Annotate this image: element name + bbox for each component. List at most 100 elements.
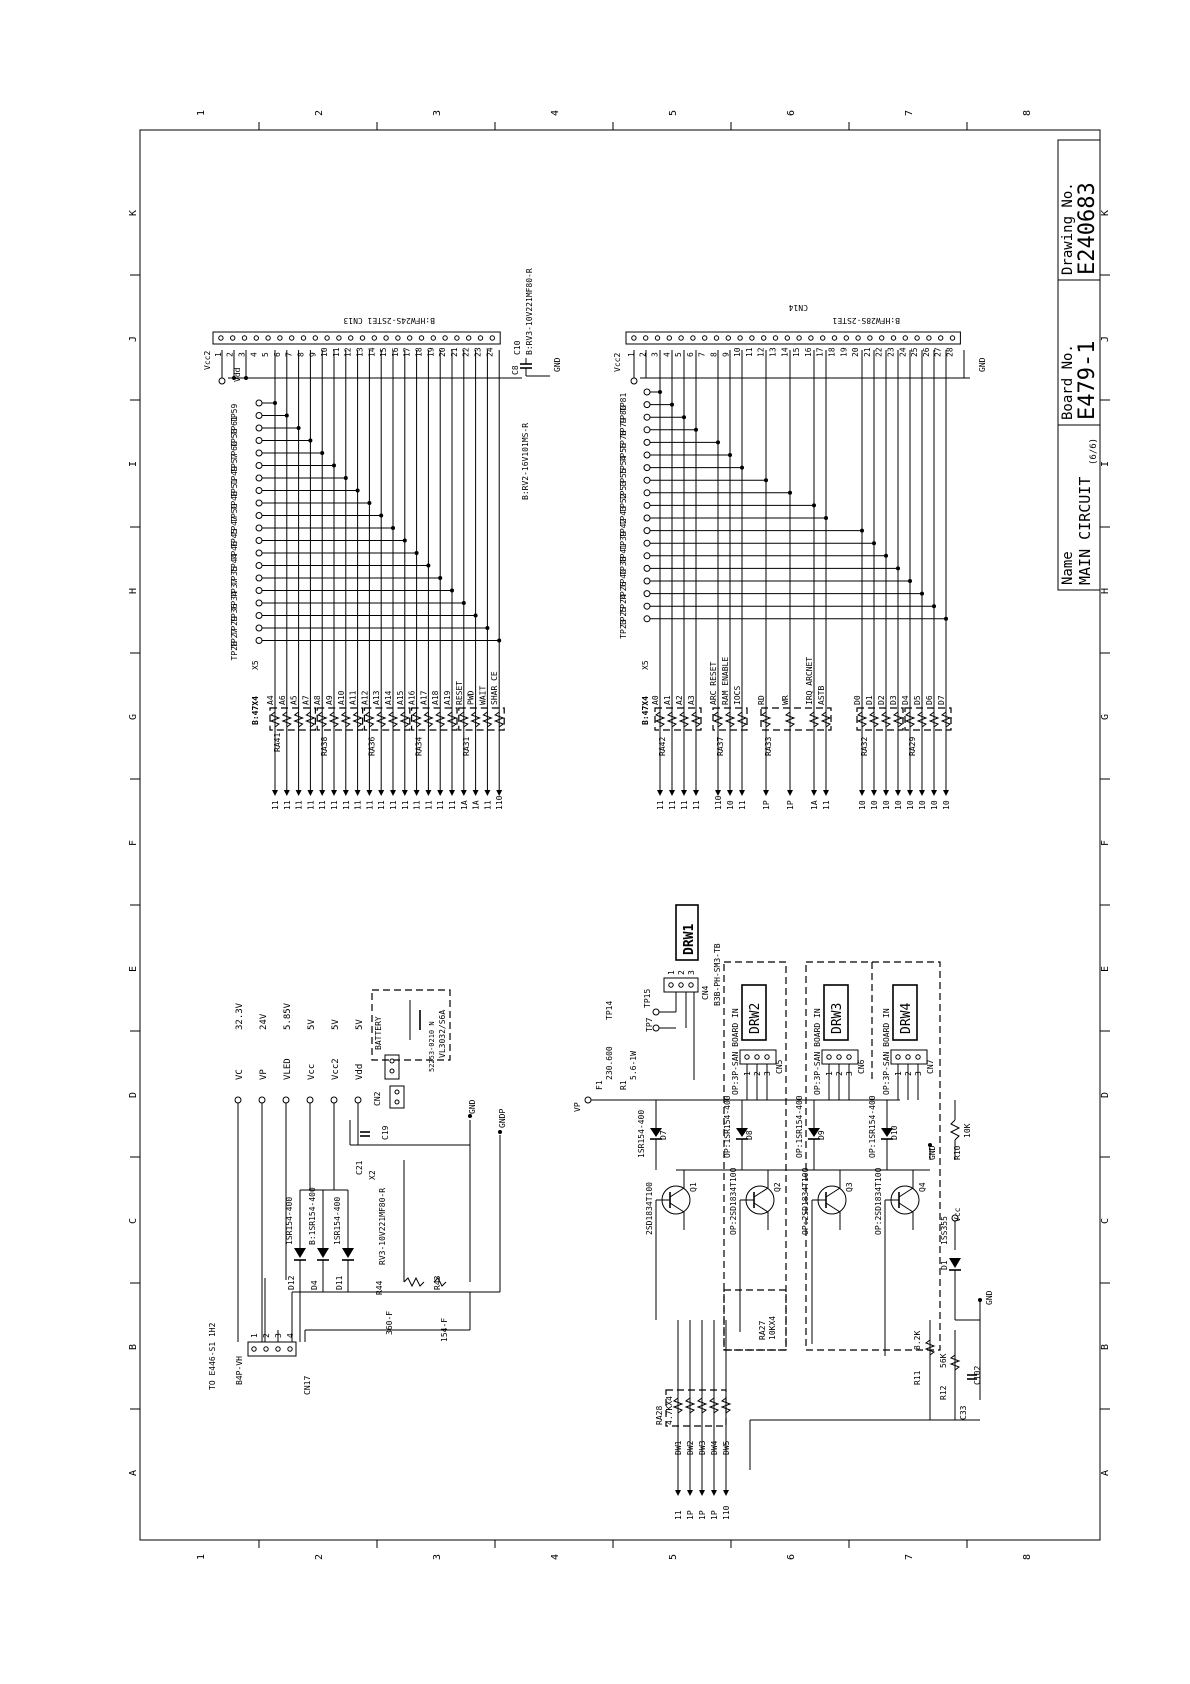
- sheet-ref: 10: [726, 800, 735, 810]
- r11-ref: R11: [913, 1370, 922, 1385]
- drw-connector: [821, 1049, 859, 1065]
- cn14-pin: [772, 335, 779, 341]
- testpoint: [255, 437, 263, 444]
- testpoint: [255, 574, 263, 582]
- sheet-ref: 1P: [786, 800, 795, 810]
- cn13-pin: [348, 335, 354, 341]
- drawing-label: Drawing No.: [1060, 182, 1076, 275]
- cn14-pin-number: 6: [686, 352, 695, 357]
- drw-label: DRW4: [899, 1003, 914, 1034]
- sheet-ref: 11: [295, 800, 304, 810]
- drw-connector-ref: CN6: [857, 1059, 866, 1074]
- resistor-array-label: RA42: [658, 737, 667, 756]
- cn14-pin: [926, 335, 932, 341]
- cn14-pin-number: 25: [910, 347, 919, 357]
- resistor-array-label: RA33: [764, 737, 773, 756]
- rail-terminal: [330, 1096, 338, 1104]
- cn13-pin: [336, 335, 342, 341]
- row-tick-left: J: [128, 336, 139, 342]
- testpoint: [643, 539, 651, 547]
- signal-label: D0: [853, 695, 862, 705]
- testpoint-label: TP27: [230, 629, 239, 648]
- cn13-pin-number: 12: [344, 347, 353, 357]
- battery-label: BATTERY: [374, 1016, 383, 1050]
- sheet-ref: 10: [918, 800, 927, 810]
- signal-label: D3: [889, 695, 898, 705]
- row-tick-right: I: [1100, 461, 1111, 467]
- testpoint-label: TP35: [230, 566, 239, 585]
- cn13-pin-number: 19: [426, 347, 435, 357]
- cn17-pin-number: 4: [286, 1333, 295, 1338]
- dw-signal: DW1: [674, 1440, 683, 1455]
- signal-label: D6: [925, 695, 934, 705]
- testpoint: [255, 524, 263, 532]
- sheet-ref: 11: [389, 800, 398, 810]
- c21-ref: C21: [355, 1160, 364, 1175]
- resistor-array-label: RA38: [320, 737, 329, 756]
- sheet-ref: 11: [271, 800, 280, 810]
- cn14-pin-number: 7: [698, 352, 707, 357]
- r1-ref: R1: [619, 1080, 628, 1090]
- testpoint: [643, 527, 651, 535]
- cn14-pin-number: 28: [946, 347, 955, 357]
- signal-label: A8: [313, 695, 322, 705]
- row-tick-left: D: [128, 1092, 139, 1098]
- testpoint-label: TP50: [230, 504, 239, 523]
- rail-voltage: 5V: [355, 1019, 365, 1030]
- diode-part: B:1SR154-400: [308, 1187, 317, 1245]
- row-tick-right: D: [1100, 1092, 1111, 1098]
- cn14-pin: [820, 335, 826, 341]
- drw-label-box: [823, 984, 849, 1041]
- cn14-pin: [643, 335, 649, 341]
- testpoint-label: TP46: [230, 541, 239, 560]
- signal-label: A4: [266, 695, 275, 705]
- resistor-array-label: RA36: [367, 737, 376, 756]
- cn14-array-part: B:47X4: [641, 696, 650, 725]
- sheet-ref: 110: [495, 795, 504, 810]
- c21-part: RV3-10V221MF80-R: [378, 1188, 387, 1265]
- cn13-pin: [418, 335, 425, 341]
- testpoint: [255, 412, 263, 419]
- row-tick-left: E: [128, 966, 139, 972]
- cn14-pin: [796, 335, 802, 341]
- sheet-ref: 10: [894, 800, 903, 810]
- dw-signal: DW3: [698, 1440, 707, 1455]
- cn14-pin-number: 23: [887, 347, 896, 357]
- power-gnd: GND: [468, 1099, 477, 1114]
- sheet-ref: 11: [365, 800, 374, 810]
- column-tick-bottom: 2: [314, 1554, 325, 1560]
- f1-val: 230.600: [605, 1046, 614, 1080]
- signal-label: A2: [675, 695, 684, 705]
- r12-ref: R12: [939, 1385, 948, 1400]
- testpoint: [643, 388, 651, 396]
- drawer-vcc: Vcc: [953, 1207, 962, 1222]
- r44-val: 360-F: [385, 1311, 394, 1335]
- testpoint: [643, 552, 651, 560]
- sheet-ref: 11: [342, 800, 351, 810]
- transistor-part: OP:2SD1834T100: [874, 1167, 883, 1235]
- cn14-pin-number: 22: [875, 347, 884, 357]
- testpoint: [643, 401, 651, 409]
- diode-part: 1SR154-400: [333, 1197, 342, 1245]
- cn14-label2: CN14: [789, 303, 808, 312]
- rail-terminal: [354, 1096, 362, 1104]
- cn14-pin: [867, 335, 873, 341]
- cn14-pin: [831, 335, 838, 341]
- signal-label: RD: [757, 695, 766, 705]
- testpoint-label: TP60: [230, 441, 239, 460]
- cn4-pin-number: 3: [687, 970, 696, 975]
- signal-label: A5: [290, 695, 299, 705]
- resistor-array-label: RA37: [716, 737, 725, 756]
- sheet-ref: 110: [714, 795, 723, 810]
- testpoint: [643, 489, 651, 497]
- board-label: Board No.: [1060, 344, 1076, 420]
- cn13-pin-number: 14: [367, 347, 376, 357]
- testpoint-label: TP57: [230, 454, 239, 473]
- column-tick-bottom: 4: [550, 1554, 561, 1560]
- cn13-pin: [454, 335, 460, 341]
- cn14-pin-number: 20: [851, 347, 860, 357]
